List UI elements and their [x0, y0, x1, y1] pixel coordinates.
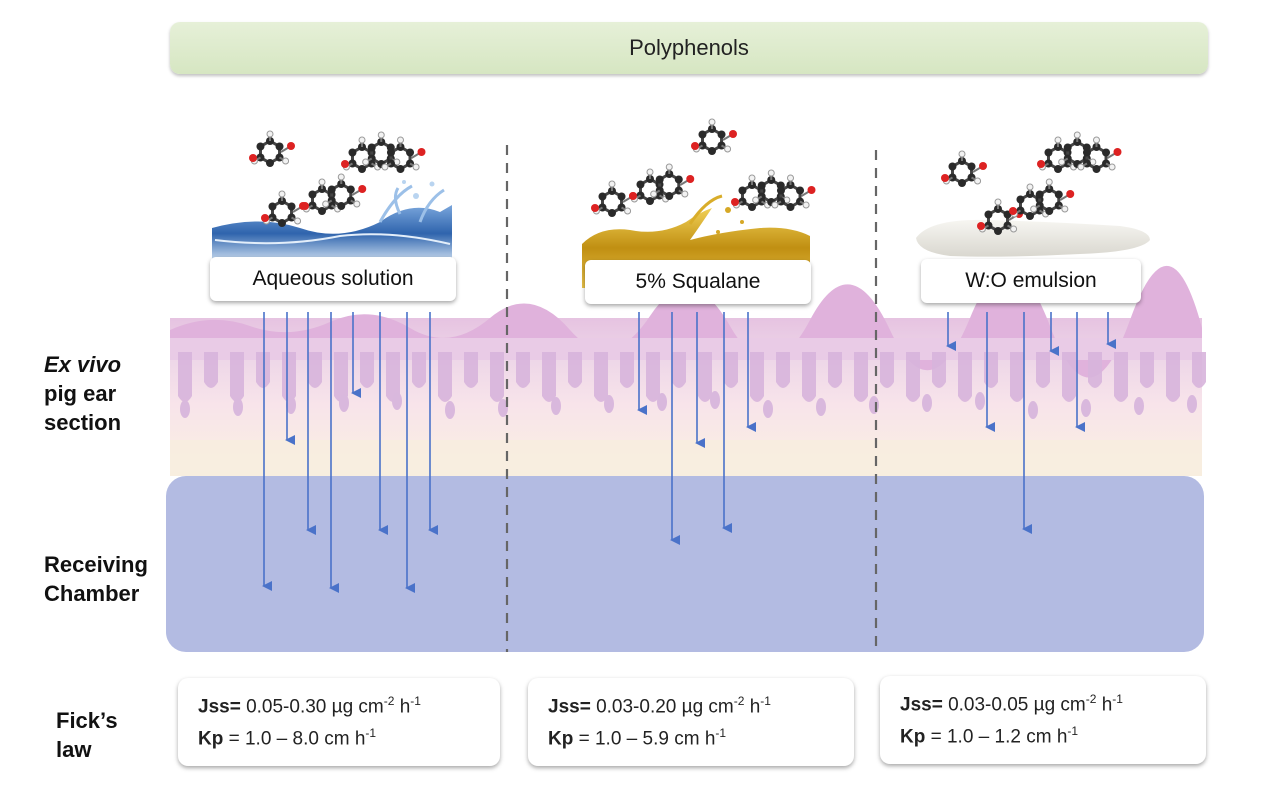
molecule-icon: [249, 130, 295, 167]
papilla-dot: [1028, 401, 1038, 419]
papilla-dot: [657, 393, 667, 411]
molecule-icon: [301, 173, 367, 215]
papilla-dot: [498, 399, 508, 417]
papilla: [698, 352, 712, 402]
papilla: [1062, 352, 1076, 402]
papilla-dot: [763, 400, 773, 418]
papilla-dot: [604, 395, 614, 413]
papilla: [542, 352, 556, 402]
papilla: [672, 352, 686, 388]
cream-smear-icon: [916, 219, 1150, 257]
receiving-chamber: [166, 476, 1204, 652]
papilla-dot: [392, 392, 402, 410]
title-text: Polyphenols: [629, 35, 749, 60]
papilla: [438, 352, 452, 402]
papilla: [984, 352, 998, 388]
papilla: [204, 352, 218, 388]
vehicle-label-aqueous: Aqueous solution: [210, 257, 456, 301]
papilla-dot: [922, 394, 932, 412]
papilla: [854, 352, 868, 402]
papilla-dot: [1081, 399, 1091, 417]
ficks-row-label: Fick’s law: [56, 708, 118, 762]
molecule-icon: [1037, 131, 1122, 173]
papilla: [412, 352, 426, 388]
molecule-icon: [261, 190, 307, 227]
skin-papillae: [178, 352, 1206, 419]
chamber-row-label: Receiving Chamber: [44, 552, 148, 606]
papilla: [256, 352, 270, 388]
papilla: [1088, 352, 1102, 388]
papilla: [880, 352, 894, 388]
papilla-dot: [975, 392, 985, 410]
papilla-dot: [1134, 397, 1144, 415]
title-banner: Polyphenols: [170, 22, 1208, 74]
papilla: [750, 352, 764, 402]
ficks-box-squalane: Jss= 0.03-0.20 µg cm-2 h-1 Kp = 1.0 – 5.…: [528, 678, 854, 766]
papilla: [958, 352, 972, 402]
ficks-box-aqueous: Jss= 0.05-0.30 µg cm-2 h-1 Kp = 1.0 – 8.…: [178, 678, 500, 766]
papilla: [1166, 352, 1180, 402]
papilla: [568, 352, 582, 388]
papilla-dot: [816, 398, 826, 416]
molecule-icon: [691, 118, 737, 155]
skin-row-label: Ex vivo pig ear section: [44, 352, 122, 435]
papilla: [620, 352, 634, 388]
papilla: [776, 352, 790, 388]
water-splash-icon: [212, 180, 452, 262]
papilla-dot: [551, 397, 561, 415]
molecule-icon: [731, 169, 816, 211]
vehicle-label-emulsion: W:O emulsion: [921, 259, 1141, 303]
skin-section: [170, 265, 1206, 476]
papilla: [828, 352, 842, 388]
papilla: [906, 352, 920, 402]
papilla: [464, 352, 478, 388]
papilla: [1140, 352, 1154, 388]
papilla-dot: [710, 391, 720, 409]
ficks-box-emulsion: Jss= 0.03-0.05 µg cm-2 h-1 Kp = 1.0 – 1.…: [880, 676, 1206, 764]
papilla-dot: [339, 394, 349, 412]
molecule-icon: [341, 131, 426, 173]
papilla: [230, 352, 244, 402]
papilla: [360, 352, 374, 388]
papilla: [1010, 352, 1024, 402]
papilla: [334, 352, 348, 402]
molecule-icon: [1009, 178, 1075, 220]
papilla: [724, 352, 738, 388]
papilla: [490, 352, 504, 402]
vehicle-label-squalane: 5% Squalane: [585, 260, 811, 304]
molecule-icon: [629, 163, 695, 205]
papilla: [178, 352, 192, 402]
papilla-dot: [233, 398, 243, 416]
papilla-dot: [869, 396, 879, 414]
papilla: [1036, 352, 1050, 388]
papilla-dot: [1187, 395, 1197, 413]
papilla: [308, 352, 322, 388]
papilla-dot: [180, 400, 190, 418]
molecule-group: [249, 118, 1122, 235]
papilla: [594, 352, 608, 402]
papilla: [1192, 352, 1206, 388]
molecule-icon: [941, 150, 987, 187]
papilla: [646, 352, 660, 402]
papilla: [386, 352, 400, 402]
papilla: [932, 352, 946, 388]
permeation-arrows: [262, 312, 1116, 593]
papilla: [802, 352, 816, 402]
papilla: [282, 352, 296, 402]
papilla-dot: [286, 396, 296, 414]
papilla: [1114, 352, 1128, 402]
papilla: [516, 352, 530, 388]
molecule-icon: [591, 180, 637, 217]
papilla-dot: [445, 401, 455, 419]
